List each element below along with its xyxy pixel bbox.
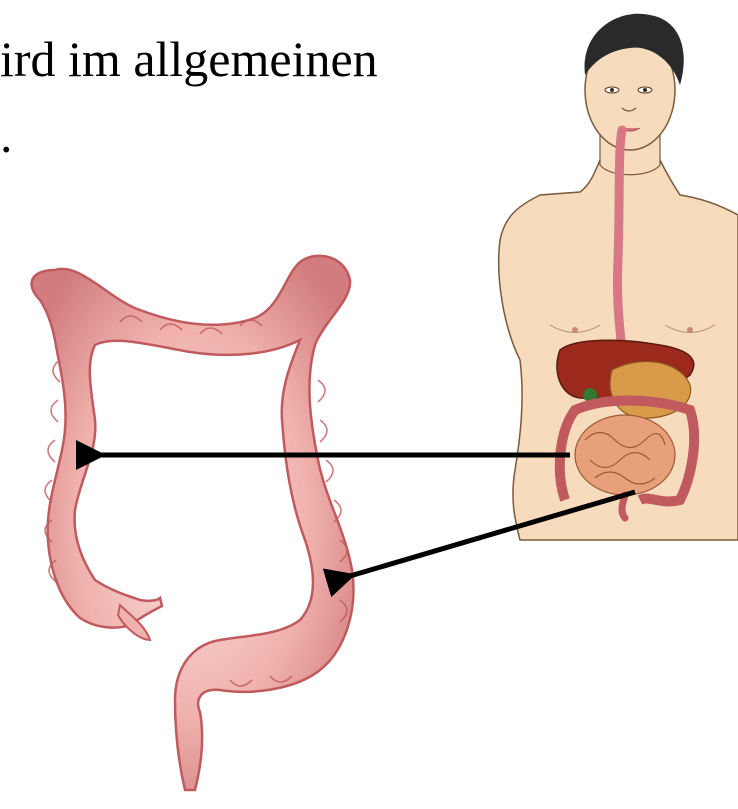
colon-body	[32, 256, 354, 790]
small-intestine	[575, 415, 675, 495]
human-body-illustration	[499, 14, 738, 540]
colon-illustration	[32, 256, 354, 790]
esophagus	[617, 130, 622, 350]
rectum	[622, 495, 625, 518]
